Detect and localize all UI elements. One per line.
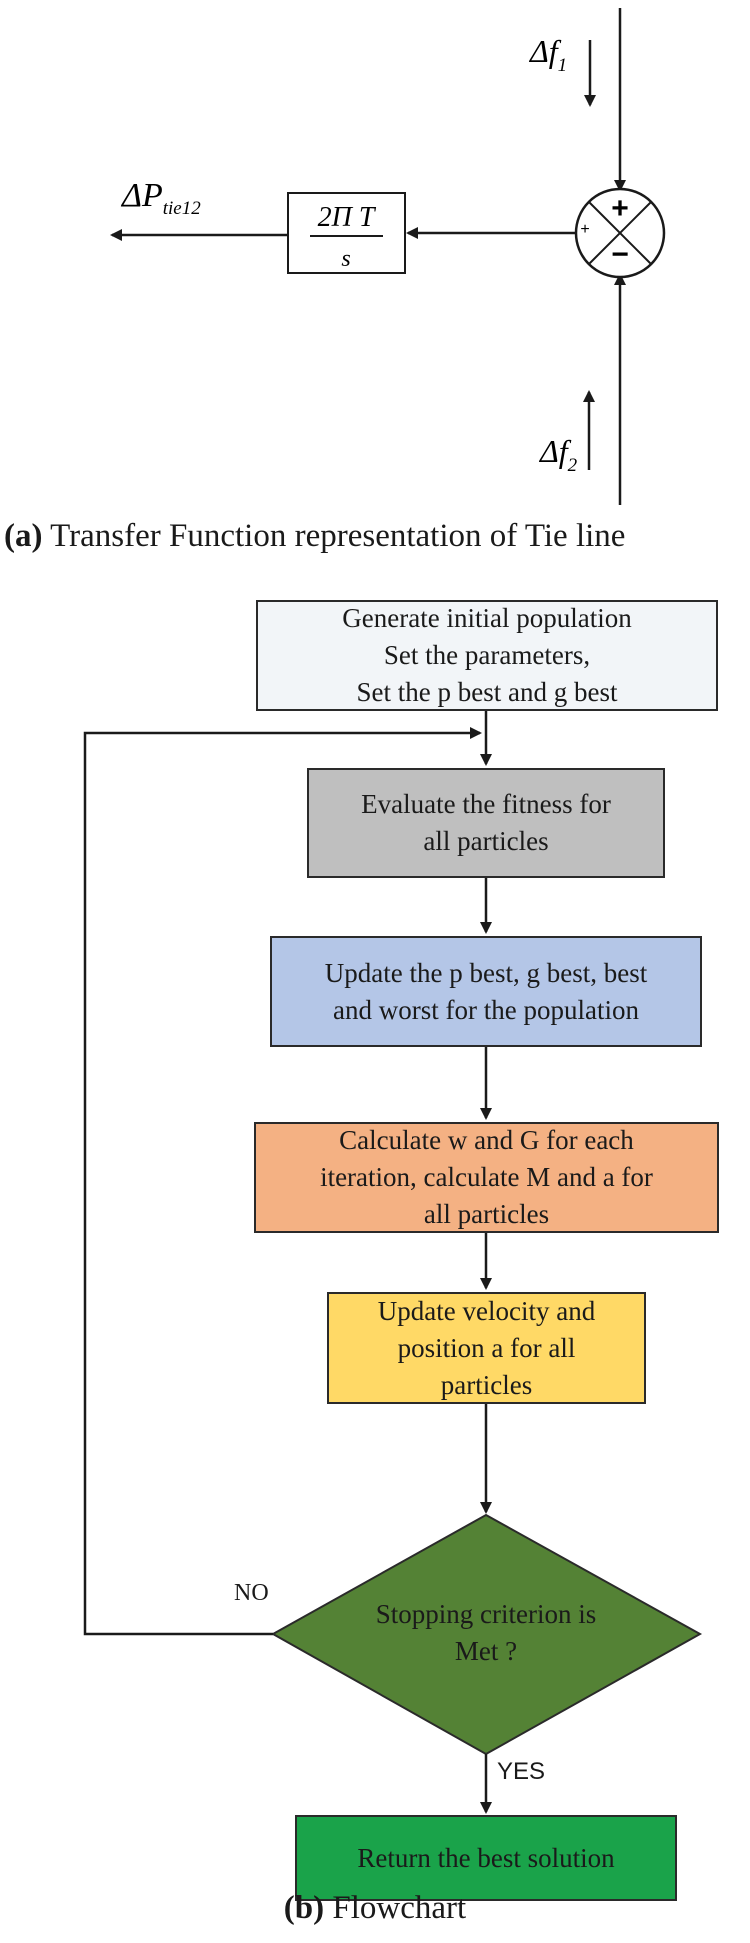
step-calculate-params: Calculate w and G for each iteration, ca… [254, 1122, 719, 1233]
step-update-best-text: Update the p best, g best, best and wors… [324, 957, 648, 1025]
caption-b-label: (b) [283, 1890, 325, 1926]
step-return-best: Return the best solution [295, 1815, 677, 1901]
step-update-velocity-text: Update velocity and position a for all p… [377, 1295, 596, 1400]
caption-a-text: Transfer Function representation of Tie … [42, 518, 626, 554]
no-label: NO [234, 1580, 269, 1606]
caption-b-text: Flowchart [324, 1890, 467, 1926]
decision-text: Stopping criterion is Met ? [375, 1599, 597, 1666]
step-return-best-text: Return the best solution [357, 1842, 615, 1873]
summing-junction: + − + [574, 187, 666, 279]
transfer-numerator: 2Π T [318, 202, 377, 233]
junction-top-sign: + [611, 192, 629, 225]
caption-b: (b) Flowchart [0, 1890, 750, 1927]
caption-a: (a) Transfer Function representation of … [0, 518, 750, 555]
delta-f1-label: Δf1 [528, 33, 567, 76]
step-calculate-params-text: Calculate w and G for each iteration, ca… [320, 1125, 653, 1229]
step-evaluate-fitness: Evaluate the fitness for all particles [307, 768, 665, 878]
tie-line-diagram: + − + 2Π T s ΔPtie12 Δf1 Δf2 [110, 8, 666, 505]
output-signal-label: ΔPtie12 [120, 177, 201, 219]
junction-bottom-sign: − [611, 238, 629, 271]
no-loop-connector [83, 727, 482, 1636]
junction-left-sign: + [580, 221, 589, 238]
step-update-velocity: Update velocity and position a for all p… [327, 1292, 646, 1404]
caption-a-label: (a) [4, 518, 43, 554]
yes-label: YES [497, 1758, 546, 1785]
step-generate-population-text: Generate initial population Set the para… [342, 603, 632, 707]
transfer-denominator: s [341, 246, 350, 272]
step-generate-population: Generate initial population Set the para… [256, 600, 718, 711]
step-evaluate-fitness-text: Evaluate the fitness for all particles [361, 789, 611, 856]
step-update-best: Update the p best, g best, best and wors… [270, 936, 702, 1047]
transfer-function-block [287, 192, 406, 274]
delta-f2-label: Δf2 [538, 433, 578, 476]
